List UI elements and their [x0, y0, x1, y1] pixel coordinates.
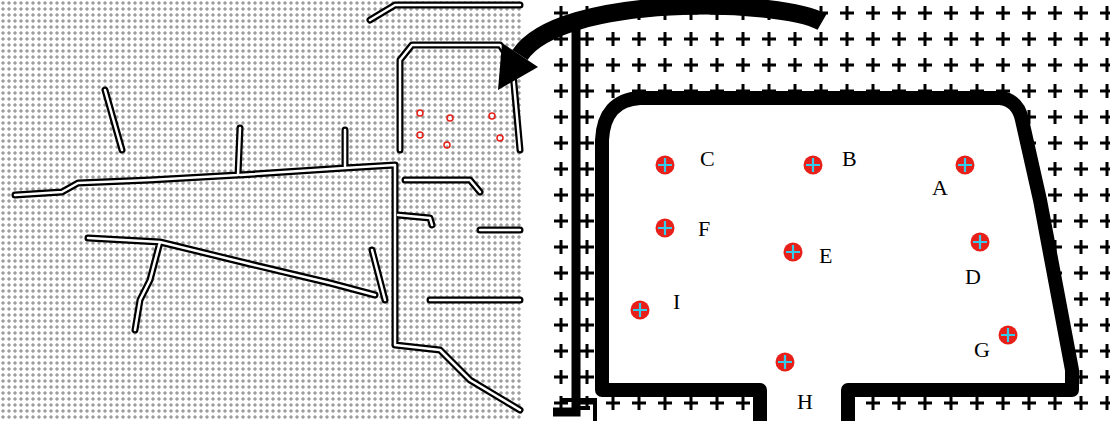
corner-wall: [560, 400, 595, 421]
marker-letter: D: [963, 265, 983, 289]
marker-letter: A: [930, 176, 950, 200]
marker-letter: I: [671, 290, 682, 314]
room-floor: [602, 98, 1072, 421]
side-wall: [553, 25, 576, 412]
zoom-ground: [548, 0, 1110, 421]
position-markers: [631, 156, 1018, 372]
grid-cells: [0, 0, 522, 421]
zoom-grid: [548, 0, 1110, 421]
marker-letter: F: [696, 217, 712, 241]
corridor-walls: [15, 5, 520, 410]
room-wall: [602, 98, 1072, 421]
map-ground: [0, 0, 522, 421]
zoom-arrow: [498, 6, 822, 90]
marker-letter: C: [698, 147, 717, 171]
marker-letter: B: [840, 147, 859, 171]
marker-letter: G: [972, 338, 992, 362]
marker-letter: H: [795, 390, 815, 414]
small-markers: [417, 110, 503, 148]
marker-letter: E: [817, 244, 834, 268]
